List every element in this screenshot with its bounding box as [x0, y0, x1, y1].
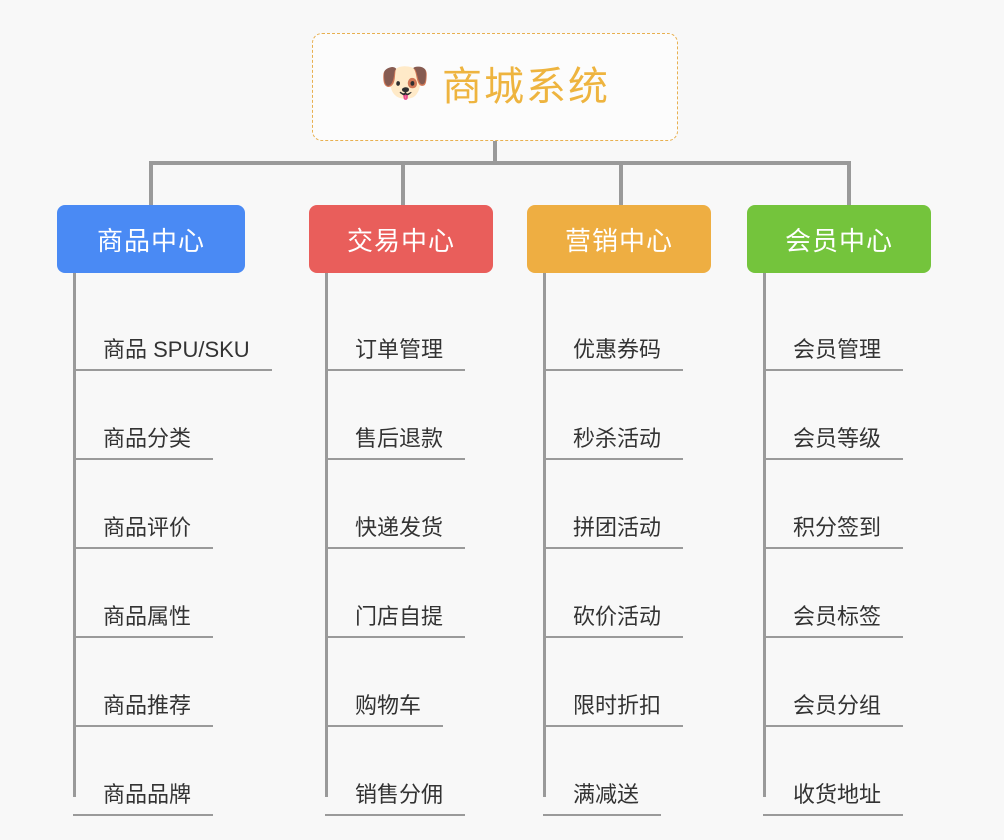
category-header-label: 商品中心	[96, 225, 205, 256]
leaf-item[interactable]: 售后退款	[325, 374, 493, 463]
category-column-trade: 交易中心订单管理售后退款快递发货门店自提购物车销售分佣	[309, 205, 493, 819]
category-column-member: 会员中心会员管理会员等级积分签到会员标签会员分组收货地址	[747, 205, 931, 819]
leaf-item[interactable]: 购物车	[325, 641, 493, 730]
bracket-drop-connector-2	[401, 161, 405, 205]
leaf-item[interactable]: 会员标签	[763, 552, 931, 641]
leaf-item-label: 会员等级	[763, 426, 904, 460]
leaf-item-label: 秒杀活动	[543, 426, 684, 460]
bracket-drop-connector-3	[619, 161, 623, 205]
leaf-item[interactable]: 砍价活动	[543, 552, 711, 641]
category-columns: 商品中心商品 SPU/SKU 商品分类商品评价商品属性商品推荐商品品牌 交易中心订单…	[0, 205, 1004, 840]
leaf-item[interactable]: 优惠券码	[543, 285, 711, 374]
leaf-spine-connector	[763, 273, 766, 797]
leaf-item-label: 商品分类	[73, 426, 214, 460]
trunk-connector-line	[493, 141, 497, 165]
category-column-marketing: 营销中心优惠券码秒杀活动拼团活动砍价活动限时折扣满减送	[527, 205, 711, 819]
leaf-item-label: 积分签到	[763, 515, 904, 549]
bracket-horizontal-connector	[149, 161, 851, 165]
leaf-item[interactable]: 会员管理	[763, 285, 931, 374]
leaf-item-label: 优惠券码	[543, 337, 684, 371]
category-header-product[interactable]: 商品中心	[57, 205, 245, 273]
root-node-title: 商城系统	[442, 65, 610, 109]
leaf-item[interactable]: 拼团活动	[543, 463, 711, 552]
category-header-label: 营销中心	[564, 225, 673, 256]
category-header-marketing[interactable]: 营销中心	[527, 205, 711, 273]
leaf-item[interactable]: 会员分组	[763, 641, 931, 730]
leaf-item[interactable]: 销售分佣	[325, 730, 493, 819]
leaf-item[interactable]: 订单管理	[325, 285, 493, 374]
leaf-item[interactable]: 商品 SPU/SKU	[73, 285, 272, 374]
leaf-item-label: 会员管理	[763, 337, 904, 371]
category-header-label: 会员中心	[784, 225, 893, 256]
leaf-item[interactable]: 满减送	[543, 730, 711, 819]
leaf-item[interactable]: 门店自提	[325, 552, 493, 641]
leaf-item-label: 售后退款	[325, 426, 466, 460]
leaf-item-label: 满减送	[543, 782, 662, 816]
leaf-item-label: 收货地址	[763, 782, 904, 816]
leaf-item-label: 门店自提	[325, 604, 466, 638]
leaf-item-label: 订单管理	[325, 337, 466, 371]
bracket-drop-connector-1	[149, 161, 153, 205]
shiba-dog-face-icon: 🐶	[380, 61, 430, 105]
leaf-spine-connector	[325, 273, 328, 797]
leaf-item-label: 拼团活动	[543, 515, 684, 549]
leaf-spine-connector	[73, 273, 76, 797]
leaf-list-member: 会员管理会员等级积分签到会员标签会员分组收货地址	[747, 273, 931, 819]
leaf-item-label: 购物车	[325, 693, 444, 727]
bracket-drop-connector-4	[847, 161, 851, 205]
leaf-item-label: 会员分组	[763, 693, 904, 727]
leaf-item[interactable]: 会员等级	[763, 374, 931, 463]
leaf-list-product: 商品 SPU/SKU 商品分类商品评价商品属性商品推荐商品品牌	[57, 273, 272, 819]
leaf-spine-connector	[543, 273, 546, 797]
leaf-item[interactable]: 快递发货	[325, 463, 493, 552]
category-column-product: 商品中心商品 SPU/SKU 商品分类商品评价商品属性商品推荐商品品牌	[57, 205, 272, 819]
leaf-item[interactable]: 商品评价	[73, 463, 245, 552]
leaf-item-label: 商品评价	[73, 515, 214, 549]
category-header-trade[interactable]: 交易中心	[309, 205, 493, 273]
leaf-item[interactable]: 收货地址	[763, 730, 931, 819]
leaf-item-label: 商品推荐	[73, 693, 214, 727]
leaf-item[interactable]: 积分签到	[763, 463, 931, 552]
leaf-item-label: 销售分佣	[325, 782, 466, 816]
leaf-item-label: 快递发货	[325, 515, 466, 549]
root-node-shop-system[interactable]: 🐶 商城系统	[312, 33, 678, 141]
leaf-item[interactable]: 商品分类	[73, 374, 245, 463]
leaf-list-trade: 订单管理售后退款快递发货门店自提购物车销售分佣	[309, 273, 493, 819]
leaf-item-label: 会员标签	[763, 604, 904, 638]
leaf-item[interactable]: 限时折扣	[543, 641, 711, 730]
leaf-item[interactable]: 秒杀活动	[543, 374, 711, 463]
leaf-item-label: 商品品牌	[73, 782, 214, 816]
leaf-list-marketing: 优惠券码秒杀活动拼团活动砍价活动限时折扣满减送	[527, 273, 711, 819]
leaf-item[interactable]: 商品属性	[73, 552, 245, 641]
leaf-item-label: 砍价活动	[543, 604, 684, 638]
category-header-member[interactable]: 会员中心	[747, 205, 931, 273]
leaf-item-label: 商品属性	[73, 604, 214, 638]
leaf-item[interactable]: 商品品牌	[73, 730, 245, 819]
category-header-label: 交易中心	[346, 225, 455, 256]
leaf-item-label: 商品 SPU/SKU	[73, 337, 272, 371]
leaf-item[interactable]: 商品推荐	[73, 641, 245, 730]
leaf-item-label: 限时折扣	[543, 693, 684, 727]
